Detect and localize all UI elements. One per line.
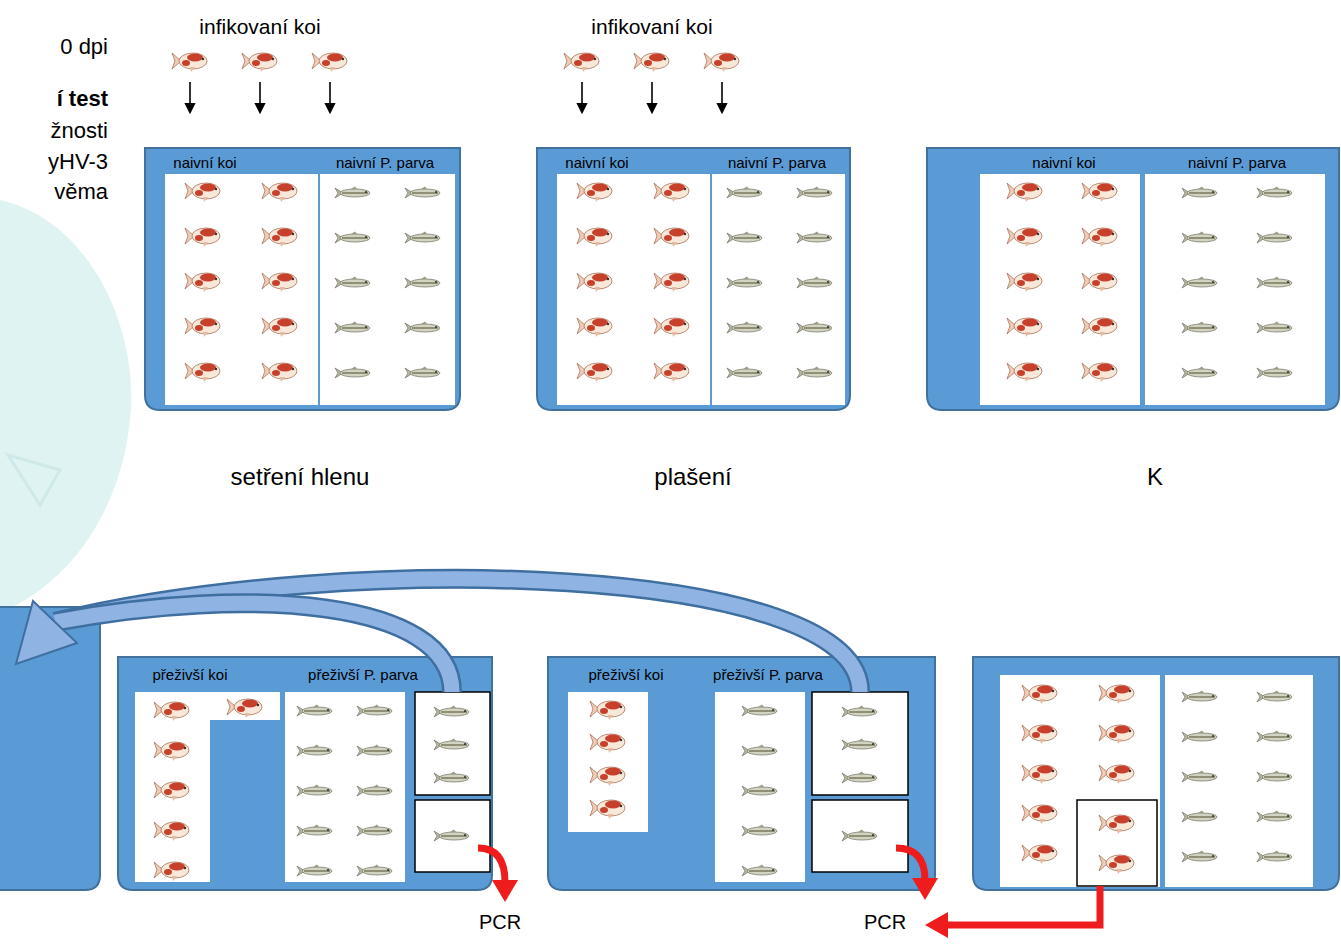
watermark-shape bbox=[8, 455, 60, 505]
infected-koi bbox=[172, 53, 739, 72]
label-text: K bbox=[1147, 462, 1163, 491]
tank-label: naivní P. parva bbox=[1186, 154, 1288, 172]
label-text: plašení bbox=[654, 462, 731, 491]
tank-label: naivní P. parva bbox=[726, 154, 828, 172]
label-text: infikovaní koi bbox=[591, 14, 712, 39]
tank-node: naivní koi naivní P. parva bbox=[145, 148, 460, 410]
fish-group bbox=[154, 685, 1292, 881]
tank-label: přeživší P. parva bbox=[306, 666, 420, 684]
watermark-shape bbox=[0, 200, 131, 612]
label-text: infikovaní koi bbox=[199, 14, 320, 39]
tank-node: přeživší koi přeživší P. parva bbox=[118, 657, 492, 890]
transfer-arrow bbox=[16, 579, 860, 692]
label-text: yHV-3 bbox=[48, 149, 108, 175]
tank-node: naivní koi naivní P. parva bbox=[537, 148, 850, 410]
tank-label: naivní koi bbox=[563, 154, 630, 172]
tank-label: naivní koi bbox=[171, 154, 238, 172]
label-text: žnosti bbox=[51, 118, 108, 144]
label-text: í test bbox=[57, 86, 108, 112]
tank-panel bbox=[135, 174, 1325, 887]
tank-node: naivní koi naivní P. parva bbox=[927, 148, 1340, 410]
sample-arrow-head bbox=[492, 878, 948, 938]
label-text: 0 dpi bbox=[60, 34, 108, 60]
sample-arrow bbox=[478, 848, 1100, 925]
tank-node: přeživší koi přeživší P. parva bbox=[548, 657, 935, 890]
tank-label: přeživší koi bbox=[586, 666, 665, 684]
tank-label: přeživší P. parva bbox=[711, 666, 825, 684]
tank-label: naivní P. parva bbox=[334, 154, 436, 172]
label-text: věma bbox=[54, 179, 108, 205]
label-text: setření hlenu bbox=[231, 462, 370, 491]
tank bbox=[0, 148, 1339, 890]
fish-group bbox=[185, 183, 1292, 382]
label-text: PCR bbox=[864, 910, 906, 934]
tank-label: přeživší koi bbox=[150, 666, 229, 684]
label-text: PCR bbox=[479, 910, 521, 934]
down-arrow bbox=[190, 82, 722, 112]
tank-label: naivní koi bbox=[1030, 154, 1097, 172]
